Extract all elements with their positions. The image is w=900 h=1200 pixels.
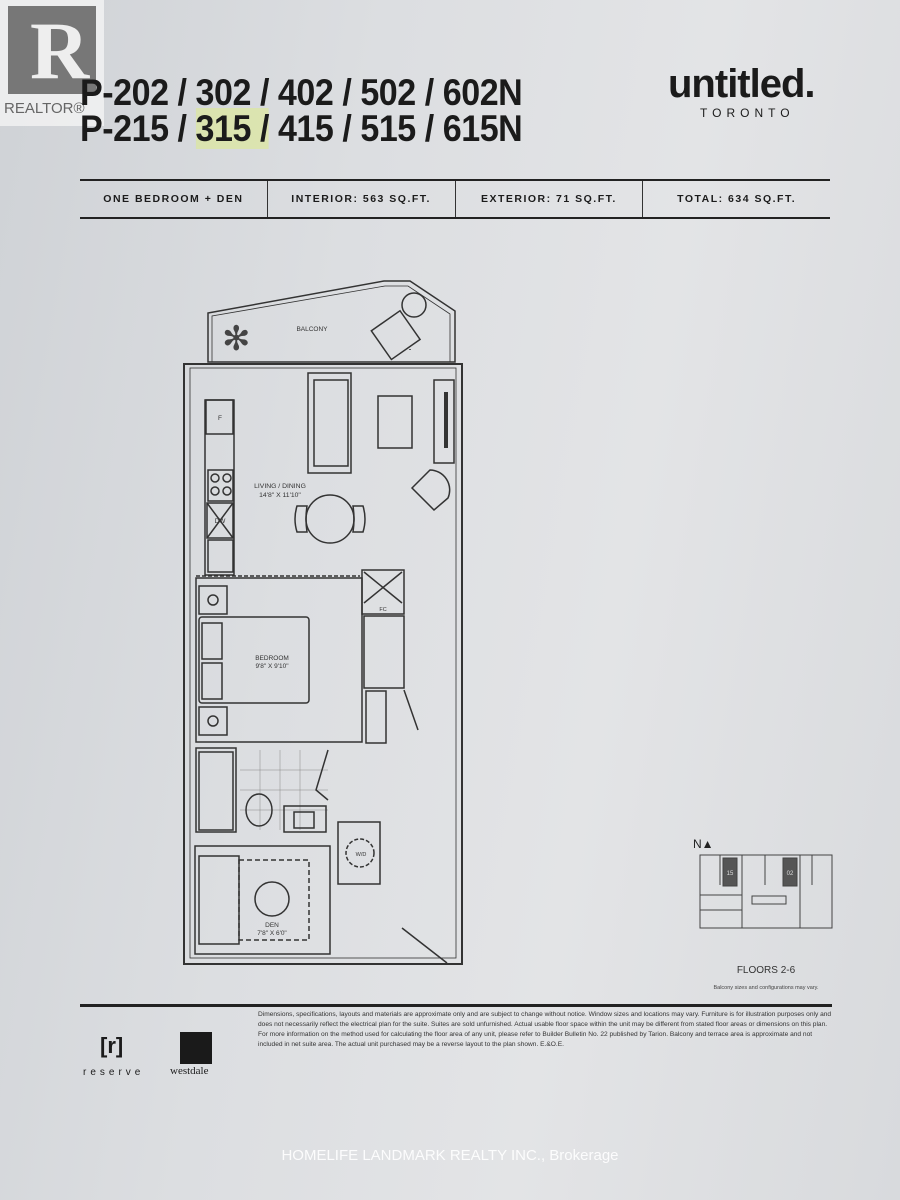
unit-outline xyxy=(183,363,463,965)
spec-interior: INTERIOR: 563 SQ.FT. xyxy=(268,181,456,217)
specs-table: ONE BEDROOM + DEN INTERIOR: 563 SQ.FT. E… xyxy=(80,179,830,219)
units-suffix: 415 / 515 / 615N xyxy=(268,108,523,149)
sofa xyxy=(307,372,352,474)
dishwasher xyxy=(206,502,234,539)
dining-table xyxy=(305,494,355,544)
closet-label: FC xyxy=(379,607,386,613)
realtor-text: REALTOR® xyxy=(4,100,85,117)
fridge-label: F xyxy=(218,415,222,422)
bedroom-dimensions: 9'8" X 9'10" xyxy=(255,663,289,670)
bed xyxy=(198,616,310,704)
tree-icon: ✻ xyxy=(222,320,251,358)
washer-dryer-label: W/D xyxy=(356,852,367,858)
nightstand-bottom xyxy=(198,706,228,736)
stove xyxy=(207,469,234,502)
unit-numbers-line2: P-215 / 315 / 415 / 515 / 615N xyxy=(80,108,523,149)
washer-dryer xyxy=(337,821,381,885)
balcony-label: BALCONY xyxy=(296,326,328,333)
spec-exterior: EXTERIOR: 71 SQ.FT. xyxy=(456,181,644,217)
den-sofa xyxy=(198,855,240,945)
coffee-table xyxy=(377,395,413,449)
bedroom-closet xyxy=(363,615,405,689)
keyplan-floors: FLOORS 2-6 xyxy=(737,965,796,976)
bathtub xyxy=(195,747,237,833)
den-dimensions: 7'8" X 6'0" xyxy=(257,930,287,937)
dishwasher-label: DW xyxy=(215,518,227,525)
living-dimensions: 14'8" X 11'10" xyxy=(259,492,301,499)
nightstand-top xyxy=(198,585,228,615)
brand-logo: untitled. xyxy=(668,62,816,106)
reserve-logo: [r] xyxy=(100,1033,124,1058)
balcony-table xyxy=(401,292,427,318)
balcony-chair xyxy=(370,309,422,361)
brokerage-watermark: HOMELIFE LANDMARK REALTY INC., Brokerage xyxy=(281,1147,619,1164)
key-plan xyxy=(699,854,833,929)
westdale-logo-text: westdale xyxy=(170,1065,209,1077)
highlighted-unit: 315 / xyxy=(195,108,269,149)
westdale-logo-mark xyxy=(180,1032,212,1064)
toilet xyxy=(245,793,273,827)
footer-divider xyxy=(80,1004,832,1007)
units-prefix: P-215 / xyxy=(80,108,196,149)
fc-closet xyxy=(361,569,405,615)
disclaimer: Dimensions, specifications, layouts and … xyxy=(258,1011,832,1048)
living-label: LIVING / DINING xyxy=(254,483,306,490)
bedroom-label: BEDROOM xyxy=(255,655,289,662)
unit-numbers-line1: P-202 / 302 / 402 / 502 / 602N xyxy=(80,72,523,113)
north-indicator: N▲ xyxy=(693,837,714,851)
vanity xyxy=(283,805,327,833)
keyplan-unit-b: 02 xyxy=(787,871,794,877)
entry-door xyxy=(401,927,448,964)
realtor-r-mark: R xyxy=(8,6,96,94)
kitchen-sink xyxy=(207,539,234,573)
spec-type: ONE BEDROOM + DEN xyxy=(80,181,268,217)
spec-total: TOTAL: 634 SQ.FT. xyxy=(677,193,797,205)
realtor-logo: R REALTOR® xyxy=(0,0,104,126)
brand-city: TORONTO xyxy=(700,106,795,120)
balcony-outline xyxy=(207,280,456,363)
reserve-logo-text: reserve xyxy=(83,1067,145,1078)
den-table xyxy=(254,881,290,917)
den-label: DEN xyxy=(265,922,279,929)
keyplan-note: Balcony sizes and configurations may var… xyxy=(713,985,819,991)
tv-unit xyxy=(433,379,455,464)
armchair xyxy=(410,469,451,512)
keyplan-unit-a: 15 xyxy=(727,871,734,877)
